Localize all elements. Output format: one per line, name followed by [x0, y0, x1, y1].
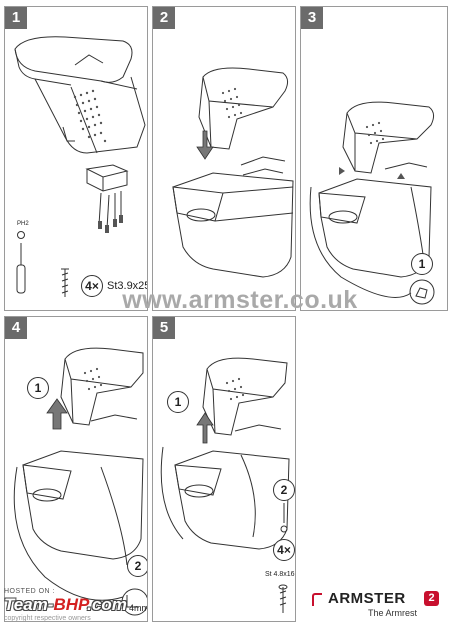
brand-tagline: The Armrest — [368, 608, 418, 618]
hand-rotate-icon — [409, 279, 435, 305]
step-4-callout-lift: 1 — [27, 377, 49, 399]
website-url: www.armster.co.uk — [122, 286, 358, 314]
watermark-site-accent: BHP — [53, 595, 88, 614]
brand-name: ARMSTER — [328, 590, 406, 607]
watermark-copyright: copyright respective owners — [4, 615, 91, 622]
step-4-panel: 4 1 2 4mm — [4, 316, 148, 622]
armster-logo-icon — [312, 593, 322, 606]
step-5-screw-label: St 4.8x16 — [265, 571, 295, 578]
step-5-screw-quantity: 4× — [273, 539, 295, 561]
bit-label: PH2 — [17, 221, 29, 227]
watermark-site-main: Team- — [4, 595, 54, 614]
step-5-callout-lift: 1 — [167, 391, 189, 413]
armrest-exploded-illustration — [14, 36, 146, 297]
step-3-number: 3 — [301, 7, 323, 29]
step-1-panel: 1 — [4, 6, 148, 311]
hex-key-icon — [121, 588, 147, 616]
brand-version-badge: 2 — [424, 591, 439, 606]
screwdriver-icon — [16, 243, 26, 294]
step-5-panel: 5 1 2 4× S — [152, 316, 296, 622]
step-5-callout-screw: 2 — [273, 479, 295, 501]
hex-key-size: 4mm — [129, 603, 148, 613]
ph-bit-icon — [17, 231, 25, 239]
step-5-number: 5 — [153, 317, 175, 339]
screw-spec-label: St3.9x25 — [107, 280, 148, 292]
step-2-panel: 2 — [152, 6, 296, 311]
armrest-lift-illustration — [13, 347, 147, 616]
armrest-insert-illustration — [172, 67, 294, 278]
watermark-hosted-label: HOSTED ON : — [4, 588, 56, 595]
armrest-rotate-illustration — [309, 101, 435, 305]
step-4-callout-tool: 2 — [127, 555, 147, 577]
watermark-site: Team-BHP.com — [4, 595, 127, 615]
armrest-fix-illustration — [160, 357, 290, 613]
screwdriver-icon — [280, 503, 288, 533]
watermark-site-tail: .com — [87, 595, 127, 614]
team-bhp-watermark: HOSTED ON : Team-BHP.com copyright respe… — [4, 588, 127, 622]
screw-quantity-badge: 4× — [81, 275, 103, 297]
screw-icon — [61, 268, 69, 297]
step-1-number: 1 — [5, 7, 27, 29]
screw-icon — [278, 584, 288, 613]
lift-arrow-icon — [46, 398, 68, 430]
step-3-callout: 1 — [411, 253, 433, 275]
step-3-panel: 3 1 — [300, 6, 448, 311]
step-2-number: 2 — [153, 7, 175, 29]
armster-brand: ARMSTER 2 The Armrest — [306, 586, 446, 622]
step-4-number: 4 — [5, 317, 27, 339]
